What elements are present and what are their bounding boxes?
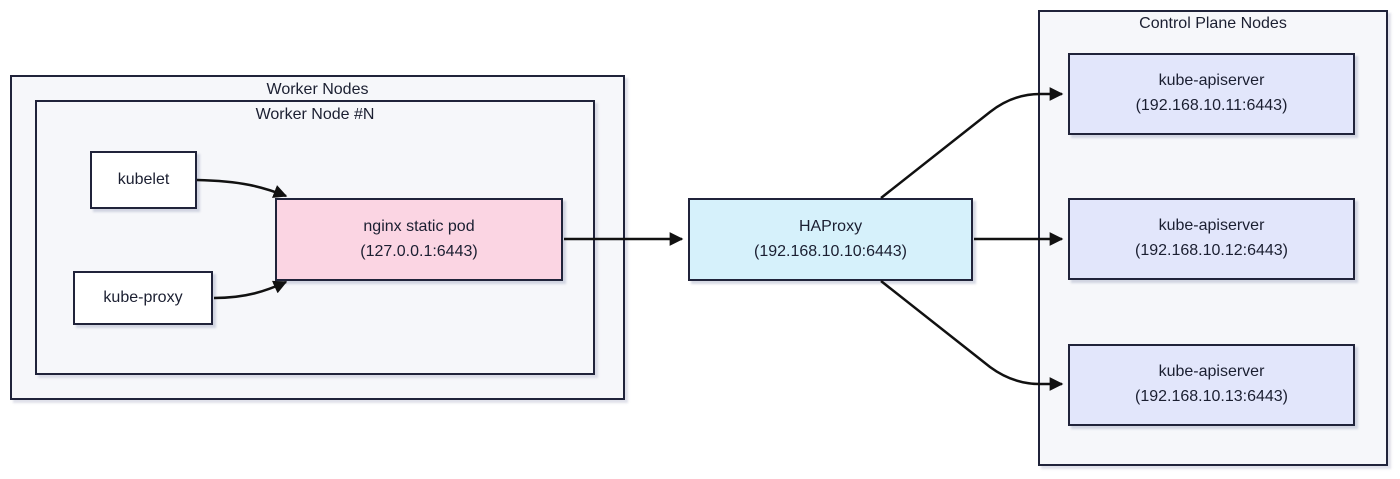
kube-apiserver-1-label: kube-apiserver bbox=[1158, 72, 1265, 90]
kube-apiserver-2-label: kube-apiserver bbox=[1158, 217, 1265, 235]
kube-apiserver-node-1: kube-apiserver (192.168.10.11:6443) bbox=[1068, 53, 1355, 135]
arrow-haproxy-to-apiserver-1 bbox=[880, 87, 1064, 199]
arrow-haproxy-to-apiserver-3 bbox=[880, 280, 1064, 391]
nginx-static-pod-node: nginx static pod (127.0.0.1:6443) bbox=[275, 198, 563, 281]
nginx-static-pod-label: nginx static pod bbox=[363, 217, 475, 235]
haproxy-node: HAProxy (192.168.10.10:6443) bbox=[688, 198, 973, 281]
kube-apiserver-3-address: (192.168.10.13:6443) bbox=[1134, 388, 1288, 405]
kube-apiserver-node-3: kube-apiserver (192.168.10.13:6443) bbox=[1068, 344, 1355, 426]
haproxy-label: HAProxy bbox=[798, 217, 863, 235]
worker-nodes-group-title: Worker Nodes bbox=[266, 81, 369, 98]
kube-proxy-node: kube-proxy bbox=[73, 271, 213, 325]
control-plane-nodes-group-title: Control Plane Nodes bbox=[1139, 15, 1287, 32]
kube-proxy-label: kube-proxy bbox=[103, 288, 183, 306]
kube-apiserver-1-address: (192.168.10.11:6443) bbox=[1135, 97, 1288, 114]
kubelet-node: kubelet bbox=[90, 151, 197, 209]
worker-node-n-group-title: Worker Node #N bbox=[255, 106, 375, 123]
kubelet-label: kubelet bbox=[117, 170, 170, 188]
kube-apiserver-2-address: (192.168.10.12:6443) bbox=[1134, 242, 1288, 259]
haproxy-address: (192.168.10.10:6443) bbox=[753, 242, 907, 260]
nginx-static-pod-address: (127.0.0.1:6443) bbox=[360, 242, 478, 260]
kube-apiserver-3-label: kube-apiserver bbox=[1158, 363, 1265, 381]
kube-apiserver-node-2: kube-apiserver (192.168.10.12:6443) bbox=[1068, 198, 1355, 280]
